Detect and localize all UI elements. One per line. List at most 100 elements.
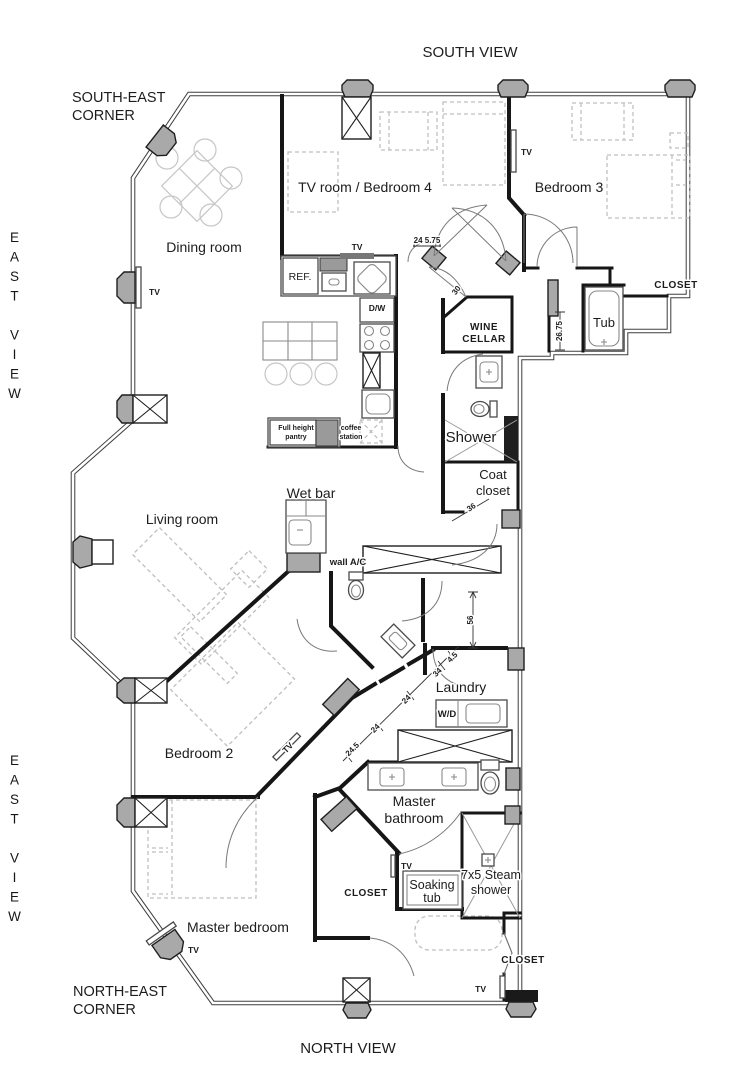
pantry-cabinet [269, 419, 317, 446]
tv-marker [340, 253, 374, 259]
room-label-wine-cellar: WINE [470, 322, 498, 333]
living-sectional [131, 526, 270, 666]
kitchen-sink [361, 389, 395, 419]
door-swings [225, 204, 578, 977]
dimension-hall: 24 [400, 693, 413, 706]
kitchen-island [262, 321, 338, 386]
tv-marker [271, 731, 302, 762]
column-marker [547, 279, 559, 317]
guest-shower-hatch [444, 419, 518, 463]
room-label-wetbar: Wet bar [287, 485, 336, 501]
bath-fixtures [135, 129, 624, 999]
room-label-wine-cellar: CELLAR [462, 334, 506, 345]
closet-label-bedroom3: CLOSET [654, 280, 698, 291]
column-marker [145, 921, 185, 961]
labels: SOUTH VIEW NORTH VIEW SOUTH-EAST CORNER … [71, 43, 699, 1059]
tub-fixture [584, 286, 624, 351]
tv-label: TV [521, 147, 532, 157]
tv-label: TV [475, 984, 486, 994]
column-marker [145, 124, 177, 157]
room-label-laundry: Laundry [436, 679, 487, 695]
room-label-dining: Dining room [166, 239, 241, 255]
column-marker [501, 509, 521, 529]
column-marker [116, 677, 136, 704]
coffee-station-box [359, 419, 383, 444]
tv-label: TV [401, 861, 412, 871]
kitchen [262, 253, 397, 448]
room-label-coat-closet: Coat [479, 467, 507, 482]
column-marker [505, 1001, 537, 1018]
wall-corner-block [505, 990, 538, 1002]
washer-dryer [435, 699, 508, 728]
column-marker [505, 767, 521, 791]
column-marker [507, 647, 525, 671]
fixture-label-wall-ac: wall A/C [329, 557, 367, 568]
room-label-master-bathroom: Master [393, 793, 436, 809]
tv-label: TV [352, 242, 363, 252]
tv-marker [390, 854, 396, 878]
dimension-lines [342, 238, 565, 763]
column-marker [72, 535, 93, 569]
shower-side-wall [504, 416, 518, 462]
corner-sink [353, 261, 391, 295]
column-marker [116, 271, 136, 304]
column-marker [116, 797, 136, 828]
fixture-label-pantry: pantry [285, 434, 307, 441]
tv-marker [135, 266, 142, 309]
room-label-coat-closet: closet [476, 483, 510, 498]
bedroom2-bed [169, 621, 296, 748]
tv-marker [499, 975, 506, 999]
tv-cabinet [319, 257, 348, 272]
column-marker [342, 1002, 372, 1019]
fixture-label-dishwasher: D/W [369, 303, 387, 313]
bar-stool [289, 362, 313, 386]
bar-stool [314, 362, 338, 386]
furniture [131, 101, 691, 951]
column-marker [286, 552, 321, 573]
dimension-hall-opening: 56 [466, 615, 475, 624]
northeast-corner-label: NORTH-EAST [73, 984, 167, 1000]
bedroom3-table [669, 132, 689, 149]
column-marker [320, 795, 358, 833]
guest-vanity [475, 355, 503, 389]
room-label-steam-shower: shower [471, 883, 511, 897]
steam-shower-hatch [461, 812, 521, 919]
closet-label-master: CLOSET [344, 888, 388, 899]
northeast-corner-label: CORNER [73, 1002, 136, 1018]
room-label-tub: Tub [593, 315, 615, 330]
refrigerator [282, 257, 319, 295]
fixture-label-refrigerator: REF. [289, 271, 312, 283]
southeast-corner-label: CORNER [72, 108, 135, 124]
column-marker [504, 805, 521, 825]
toilet-fixture [347, 571, 365, 601]
dimension-hall: 24.5 [344, 740, 362, 758]
tv-label: TV [149, 287, 160, 297]
room-label-tvroom: TV room / Bedroom 4 [298, 179, 432, 195]
wet-bar-cabinet [285, 499, 327, 554]
room-label-master-bedroom: Master bedroom [187, 919, 289, 935]
room-label-soaking-tub: tub [423, 891, 440, 905]
wall-ac-closet [362, 545, 502, 574]
powder-vanity [380, 623, 416, 659]
room-label-living: Living room [146, 511, 218, 527]
fixture-label-coffee: coffee [341, 425, 362, 432]
master-lounge-chair [414, 915, 503, 951]
north-view-label: NORTH VIEW [300, 1040, 396, 1057]
tv-label: TV [188, 945, 199, 955]
fixture-label-coffee: station [340, 434, 363, 441]
column-marker [321, 677, 361, 717]
bar-stool [264, 362, 288, 386]
tvroom-sofa [379, 111, 438, 151]
master-vanity [367, 762, 479, 791]
bedroom3-bed [606, 154, 691, 219]
east-view-label-upper: EAST VIEW [7, 230, 22, 406]
entry-jamb [420, 245, 448, 271]
room-label-soaking-tub: Soaking [409, 878, 454, 892]
dimension-hall: 34 [431, 666, 444, 679]
dishwasher [359, 297, 395, 323]
bedroom3-sofa [571, 102, 634, 141]
column-marker [497, 79, 529, 98]
closet-label-bottom: CLOSET [501, 955, 545, 966]
column-marker [341, 79, 374, 98]
room-label-bedroom3: Bedroom 3 [535, 179, 604, 195]
